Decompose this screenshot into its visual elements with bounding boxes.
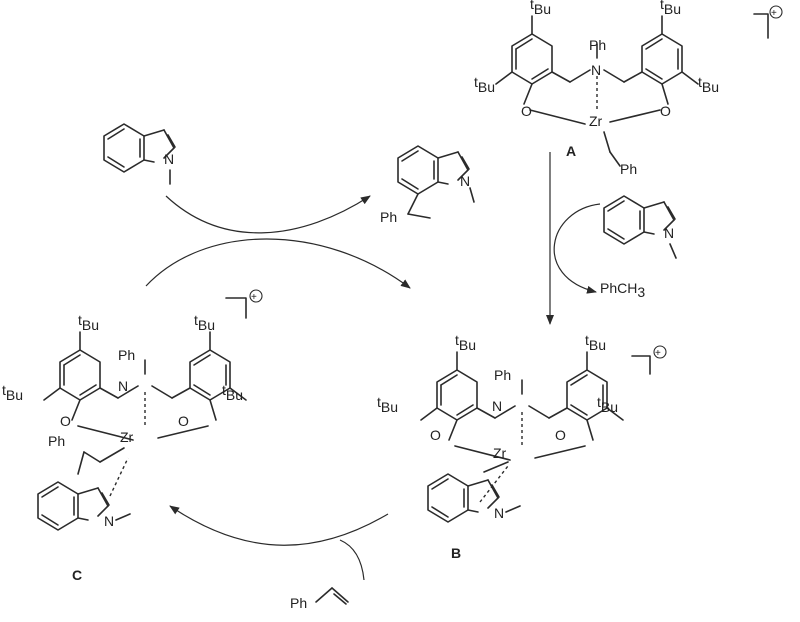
tbu-label: tBu xyxy=(377,394,398,415)
tbu-label: tBu xyxy=(2,382,23,403)
arrow-toluene-release xyxy=(553,203,601,294)
cation-charge-b: + xyxy=(631,345,667,375)
charge-symbol: + xyxy=(655,348,661,359)
amine-n-label: N xyxy=(118,378,128,394)
tbu-label: tBu xyxy=(474,74,495,95)
arrow-styrene-insertion xyxy=(339,539,365,581)
phenyl-label: Ph xyxy=(380,209,397,225)
tbu-label: tBu xyxy=(530,0,551,17)
indole-reagent: N xyxy=(603,195,677,259)
tbu-label: tBu xyxy=(78,312,99,333)
indole-n-label: N xyxy=(494,505,504,521)
styrene-ph-label: Ph xyxy=(290,595,307,611)
tbu-label: tBu xyxy=(597,394,618,415)
indole-n-label: N xyxy=(104,513,114,529)
tbu-label: tBu xyxy=(660,0,681,17)
phenyl-label: Ph xyxy=(118,347,135,363)
tbu-label: tBu xyxy=(698,74,719,95)
oxygen-label: O xyxy=(430,427,441,443)
tbu-label: tBu xyxy=(585,332,606,353)
tbu-label: tBu xyxy=(455,332,476,353)
complex-b: tBu tBu tBu tBu Ph N O O Zr xyxy=(377,332,624,461)
complex-label-b: B xyxy=(451,545,461,561)
oxygen-label: O xyxy=(660,103,671,119)
phenyl-label: Ph xyxy=(48,433,65,449)
oxygen-label: O xyxy=(178,413,189,429)
indole-n-label: N xyxy=(164,151,174,167)
indole-product: N Ph xyxy=(380,145,475,225)
indole-n-label: N xyxy=(664,225,674,241)
arrow-b-to-c xyxy=(169,505,389,546)
arrow-substrate-to-product xyxy=(165,195,371,234)
oxygen-label: O xyxy=(555,427,566,443)
oxygen-label: O xyxy=(60,413,71,429)
zirconium-label: Zr xyxy=(493,445,507,461)
tbu-label: tBu xyxy=(194,312,215,333)
indole-bound-c: N xyxy=(37,457,131,531)
cation-charge-a: + xyxy=(753,5,783,39)
phenyl-label: Ph xyxy=(494,367,511,383)
toluene-product: PhCH3 xyxy=(600,280,645,300)
cation-charge-c: + xyxy=(225,289,263,319)
zirconium-label: Zr xyxy=(120,429,134,445)
zirconium-label: Zr xyxy=(589,113,603,129)
styrene: Ph xyxy=(290,587,349,611)
complex-label-c: C xyxy=(72,567,82,583)
benzyl-ph-label: Ph xyxy=(620,161,637,177)
indole-bound-b: N xyxy=(427,461,521,523)
indole-n-label: N xyxy=(460,173,470,189)
charge-symbol: + xyxy=(771,8,777,19)
amine-n-label: N xyxy=(492,398,502,414)
amine-n-label: N xyxy=(591,62,601,78)
complex-c: tBu tBu tBu tBu Ph N O O Zr xyxy=(2,312,247,475)
tbu-label: tBu xyxy=(222,382,243,403)
arrow-c-to-product xyxy=(145,238,411,289)
indole-substrate: N xyxy=(103,123,176,185)
charge-symbol: + xyxy=(251,292,257,303)
complex-label-a: A xyxy=(566,143,576,159)
phenyl-label: Ph xyxy=(589,37,606,53)
complex-a: tBu tBu tBu tBu Ph N O O Zr Ph A xyxy=(474,0,719,177)
oxygen-label: O xyxy=(521,103,532,119)
